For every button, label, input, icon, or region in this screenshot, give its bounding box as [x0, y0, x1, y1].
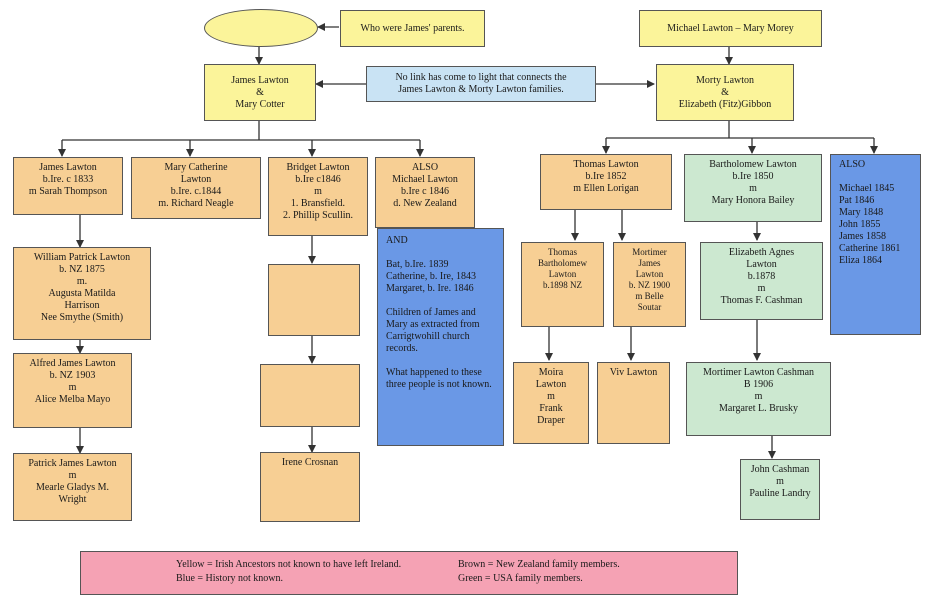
thomas-lawton-box: Thomas Lawton b.Ire 1852 m Ellen Lorigan [540, 154, 672, 210]
thomas-bartholomew-box: Thomas Bartholomew Lawton b.1898 NZ [521, 242, 604, 327]
morty-elizabeth-text: Morty Lawton & Elizabeth (Fitz)Gibbon [678, 74, 772, 110]
william-patrick-box: William Patrick Lawton b. NZ 1875 m. Aug… [13, 247, 151, 340]
empty-box-2 [260, 364, 360, 427]
mortimer-cashman-text: Mortimer Lawton Cashman B 1906 m Margare… [702, 367, 815, 414]
mortimer-cashman-box: Mortimer Lawton Cashman B 1906 m Margare… [686, 362, 831, 436]
john-cashman-box: John Cashman m Pauline Landry [740, 459, 820, 520]
elizabeth-agnes-box: Elizabeth Agnes Lawton b.1878 m Thomas F… [700, 242, 823, 320]
elizabeth-agnes-text: Elizabeth Agnes Lawton b.1878 m Thomas F… [720, 247, 803, 306]
thomas-lawton-text: Thomas Lawton b.Ire 1852 m Ellen Lorigan [573, 159, 639, 194]
also-michael-box: ALSO Michael Lawton b.Ire c 1846 d. New … [375, 157, 475, 228]
james-lawton-1833-box: James Lawton b.Ire. c 1833 m Sarah Thomp… [13, 157, 123, 215]
morty-elizabeth-box: Morty Lawton & Elizabeth (Fitz)Gibbon [656, 64, 794, 121]
also-michael-text: ALSO Michael Lawton b.Ire c 1846 d. New … [392, 162, 458, 209]
james-mary-text: James Lawton & Mary Cotter [231, 74, 289, 110]
empty-box-1 [268, 264, 360, 336]
moira-text: Moira Lawton m Frank Draper [535, 367, 567, 426]
james-mary-box: James Lawton & Mary Cotter [204, 64, 316, 121]
viv-text: Viv Lawton [609, 367, 658, 378]
legend-green: Green = USA family members. [458, 573, 583, 584]
alfred-james-box: Alfred James Lawton b. NZ 1903 m Alice M… [13, 353, 132, 428]
patrick-james-text: Patrick James Lawton m Mearle Gladys M. … [28, 458, 117, 505]
patrick-james-box: Patrick James Lawton m Mearle Gladys M. … [13, 453, 132, 521]
mary-catherine-box: Mary Catherine Lawton b.Ire. c.1844 m. R… [131, 157, 261, 219]
alfred-james-text: Alfred James Lawton b. NZ 1903 m Alice M… [29, 358, 116, 405]
color-legend: Yellow = Irish Ancestors not known to ha… [80, 551, 738, 595]
bridget-box: Bridget Lawton b.Ire c1846 m 1. Bransfie… [268, 157, 368, 236]
no-link-box: No link has come to light that connects … [366, 66, 596, 102]
legend-brown: Brown = New Zealand family members. [458, 559, 620, 570]
moira-box: Moira Lawton m Frank Draper [513, 362, 589, 444]
who-parents-text: Who were James' parents. [360, 22, 465, 34]
unknown-parents-oval [204, 9, 318, 47]
legend-yellow: Yellow = Irish Ancestors not known to ha… [176, 559, 402, 570]
no-link-text: No link has come to light that connects … [395, 72, 567, 95]
and-children-box: AND Bat, b.Ire. 1839 Catherine, b. Ire, … [377, 228, 504, 446]
irene-box: Irene Crosnan [260, 452, 360, 522]
michael-mary-box: Michael Lawton – Mary Morey [639, 10, 822, 47]
mortimer-james-text: Mortimer James Lawton b. NZ 1900 m Belle… [628, 247, 671, 312]
james-lawton-1833-text: James Lawton b.Ire. c 1833 m Sarah Thomp… [28, 162, 108, 197]
also-siblings-text: ALSO Michael 1845 Pat 1846 Mary 1848 Joh… [839, 159, 901, 266]
mary-catherine-text: Mary Catherine Lawton b.Ire. c.1844 m. R… [158, 162, 234, 209]
who-parents-box: Who were James' parents. [340, 10, 485, 47]
bartholomew-box: Bartholomew Lawton b.Ire 1850 m Mary Hon… [684, 154, 822, 222]
and-children-text: AND Bat, b.Ire. 1839 Catherine, b. Ire, … [386, 235, 492, 390]
also-siblings-box: ALSO Michael 1845 Pat 1846 Mary 1848 Joh… [830, 154, 921, 335]
thomas-bartholomew-text: Thomas Bartholomew Lawton b.1898 NZ [538, 247, 587, 290]
william-patrick-text: William Patrick Lawton b. NZ 1875 m. Aug… [33, 252, 131, 323]
viv-box: Viv Lawton [597, 362, 670, 444]
legend-blue: Blue = History not known. [176, 573, 284, 584]
irene-text: Irene Crosnan [281, 457, 339, 468]
bartholomew-text: Bartholomew Lawton b.Ire 1850 m Mary Hon… [709, 159, 797, 206]
bridget-text: Bridget Lawton b.Ire c1846 m 1. Bransfie… [282, 162, 353, 221]
mortimer-james-box: Mortimer James Lawton b. NZ 1900 m Belle… [613, 242, 686, 327]
john-cashman-text: John Cashman m Pauline Landry [749, 464, 811, 499]
michael-mary-text: Michael Lawton – Mary Morey [667, 22, 794, 34]
